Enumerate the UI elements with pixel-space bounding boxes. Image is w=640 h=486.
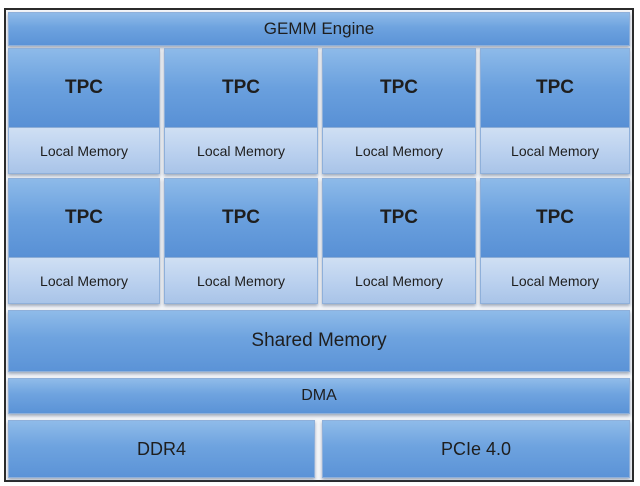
tpc-block: TPC (322, 178, 476, 258)
architecture-diagram: GEMM Engine TPC Local Memory TPC Local M… (4, 8, 634, 482)
tpc-block: TPC (322, 48, 476, 128)
local-memory-block: Local Memory (164, 258, 318, 304)
local-memory-block: Local Memory (164, 128, 318, 174)
local-memory-block: Local Memory (8, 258, 160, 304)
local-memory-block: Local Memory (322, 128, 476, 174)
local-memory-block: Local Memory (322, 258, 476, 304)
tpc-block: TPC (164, 48, 318, 128)
pcie-block: PCIe 4.0 (322, 420, 630, 478)
gemm-engine-block: GEMM Engine (8, 12, 630, 46)
shared-memory-block: Shared Memory (8, 310, 630, 372)
tpc-block: TPC (480, 178, 630, 258)
local-memory-block: Local Memory (8, 128, 160, 174)
local-memory-block: Local Memory (480, 128, 630, 174)
dma-block: DMA (8, 378, 630, 414)
tpc-block: TPC (164, 178, 318, 258)
tpc-block: TPC (8, 178, 160, 258)
tpc-block: TPC (480, 48, 630, 128)
local-memory-block: Local Memory (480, 258, 630, 304)
tpc-block: TPC (8, 48, 160, 128)
ddr4-block: DDR4 (8, 420, 315, 478)
